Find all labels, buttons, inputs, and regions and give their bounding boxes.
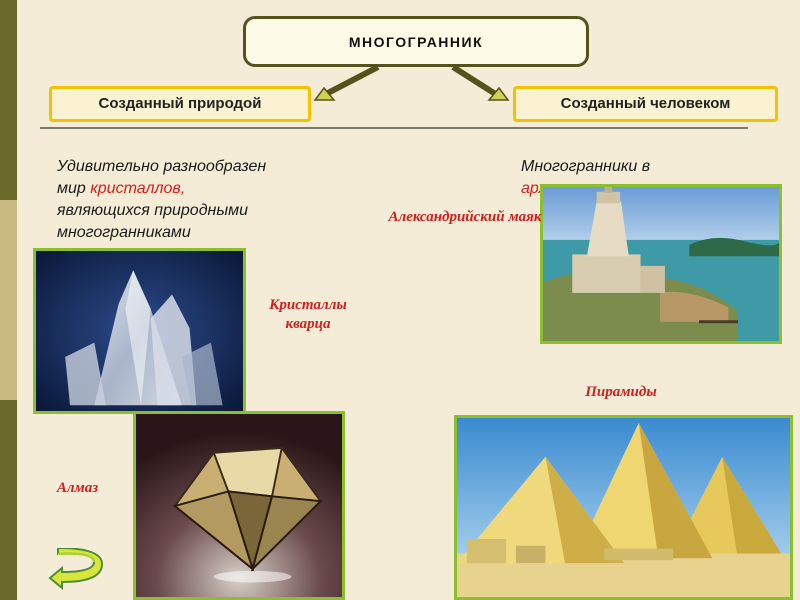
- left-decor-bar: [0, 0, 17, 600]
- crystals-highlight: кристаллов,: [90, 180, 186, 197]
- pyramids-photo: [454, 415, 793, 600]
- divider-line: [40, 127, 748, 129]
- quartz-caption: Кристаллы кварца: [269, 297, 347, 332]
- left-text-line1: Удивительно разнообразен: [57, 158, 267, 175]
- left-text-line3: являющихся природными: [57, 202, 248, 219]
- right-text-line1: Многогранники в: [521, 158, 651, 175]
- lighthouse-caption: Александрийский маяк: [388, 209, 542, 225]
- lighthouse-photo: [540, 184, 782, 344]
- pyramids-caption: Пирамиды: [585, 384, 657, 400]
- quartz-photo: [33, 248, 246, 414]
- title-box: МНОГОГРАННИК: [243, 16, 589, 67]
- left-text-line2: мир кристаллов,: [57, 178, 357, 200]
- curved-arrow-button[interactable]: [48, 546, 104, 594]
- left-paragraph: Удивительно разнообразен мир кристаллов,…: [57, 156, 357, 244]
- diamond-photo: [133, 411, 345, 600]
- category-natural: Созданный природой: [49, 86, 311, 122]
- diamond-caption: Алмаз: [56, 480, 99, 496]
- curved-arrow-icon: [48, 546, 104, 591]
- left-text-prefix: мир: [57, 180, 86, 197]
- left-text-line4: многогранниками: [57, 224, 191, 241]
- category-human: Созданный человеком: [513, 86, 778, 122]
